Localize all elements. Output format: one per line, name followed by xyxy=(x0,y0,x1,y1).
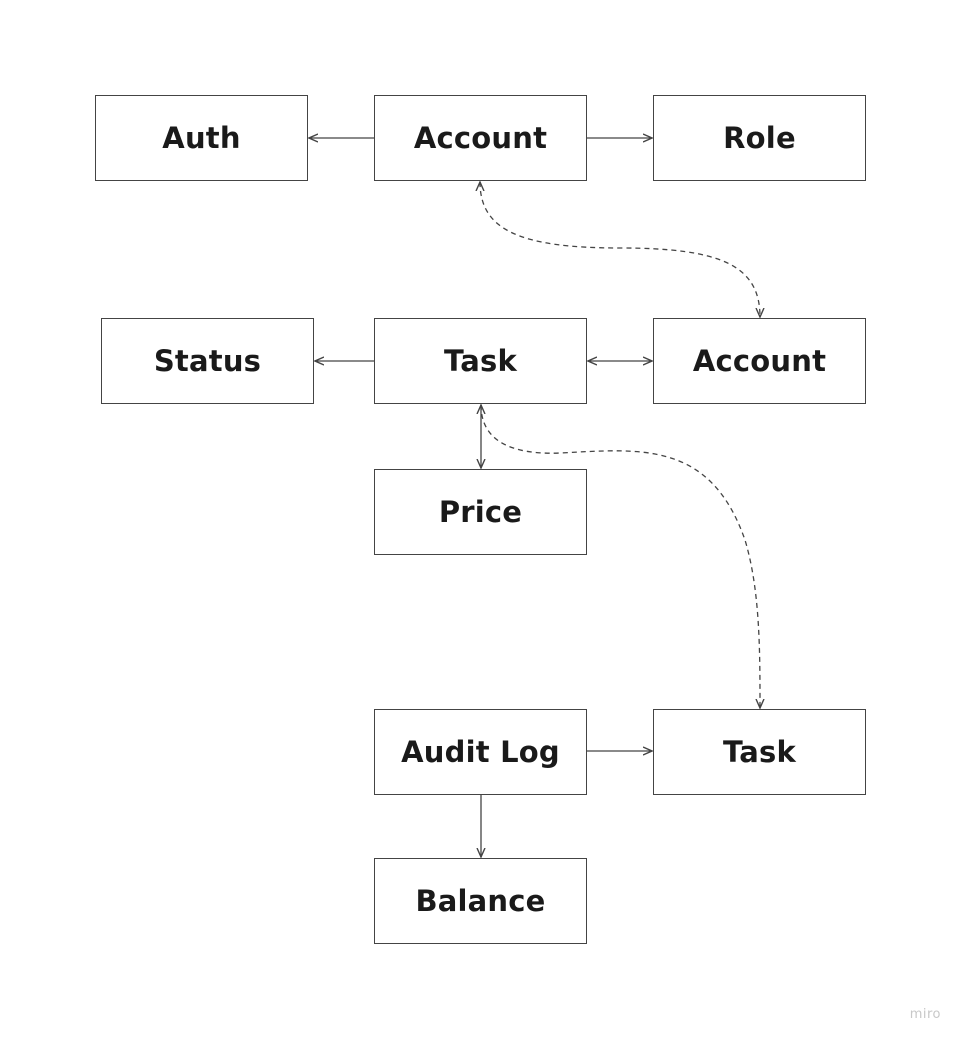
node-account-right[interactable]: Account xyxy=(653,318,866,404)
node-role[interactable]: Role xyxy=(653,95,866,181)
node-account-top-label: Account xyxy=(413,121,548,155)
node-task-mid[interactable]: Task xyxy=(374,318,587,404)
node-balance-label: Balance xyxy=(415,884,546,918)
node-task-bottom[interactable]: Task xyxy=(653,709,866,795)
node-status-label: Status xyxy=(153,344,262,378)
node-auth[interactable]: Auth xyxy=(95,95,308,181)
node-balance[interactable]: Balance xyxy=(374,858,587,944)
node-account-right-label: Account xyxy=(692,344,827,378)
edge-task-to-task-dashed xyxy=(480,404,760,708)
node-audit-log-label: Audit Log xyxy=(401,735,560,769)
node-price-label: Price xyxy=(438,495,523,529)
node-task-mid-label: Task xyxy=(444,344,517,378)
node-task-bottom-label: Task xyxy=(723,735,796,769)
node-status[interactable]: Status xyxy=(101,318,314,404)
node-account-top[interactable]: Account xyxy=(374,95,587,181)
node-audit-log[interactable]: Audit Log xyxy=(374,709,587,795)
miro-watermark: miro xyxy=(909,1007,941,1022)
node-role-label: Role xyxy=(723,121,796,155)
node-auth-label: Auth xyxy=(162,121,241,155)
edge-account-to-account-dashed xyxy=(480,182,760,317)
node-price[interactable]: Price xyxy=(374,469,587,555)
